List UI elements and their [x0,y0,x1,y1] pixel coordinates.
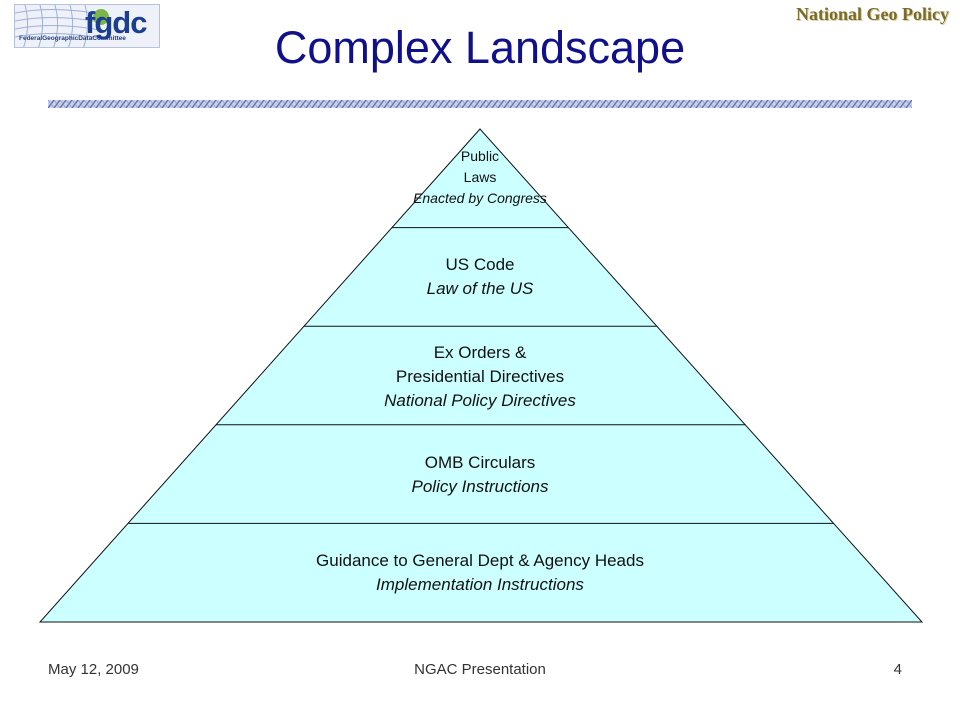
pyramid-body [38,128,924,623]
pyramid-level-us-code: US Code Law of the US [330,253,630,301]
footer-page-number: 4 [893,661,902,678]
fgdc-logo-subtext: FederalGeographicDataCommittee [19,35,126,42]
level-line: Presidential Directives [395,367,565,386]
level-line: Laws [463,169,497,185]
level-italic: Enacted by Congress [413,190,547,206]
pyramid-level-omb-circulars: OMB Circulars Policy Instructions [230,451,730,499]
slide-title: Complex Landscape [274,22,686,73]
level-italic: National Policy Directives [384,391,576,410]
level-line: Guidance to General Dept & Agency Heads [316,551,644,570]
globe-grid-icon [15,5,109,47]
level-line: US Code [445,255,515,274]
national-geo-policy-logo: National Geo Policy [796,4,949,24]
level-italic: Law of the US [426,279,534,298]
level-line: Ex Orders & [433,343,527,362]
pyramid-level-public-laws: Public Laws Enacted by Congress [380,146,580,209]
level-italic: Implementation Instructions [376,575,584,594]
fgdc-logo: fgdc FederalGeographicDataCommittee [14,4,160,48]
fgdc-logo-text: fgdc [85,5,147,40]
level-line: Public [460,148,500,164]
footer-presentation-name: NGAC Presentation [414,661,546,678]
pyramid-level-ex-orders: Ex Orders & Presidential Directives Nati… [280,341,680,413]
title-divider [48,100,912,108]
pyramid-level-guidance: Guidance to General Dept & Agency Heads … [160,549,800,597]
footer-date: May 12, 2009 [48,661,139,678]
level-italic: Policy Instructions [411,477,549,496]
level-line: OMB Circulars [424,453,536,472]
